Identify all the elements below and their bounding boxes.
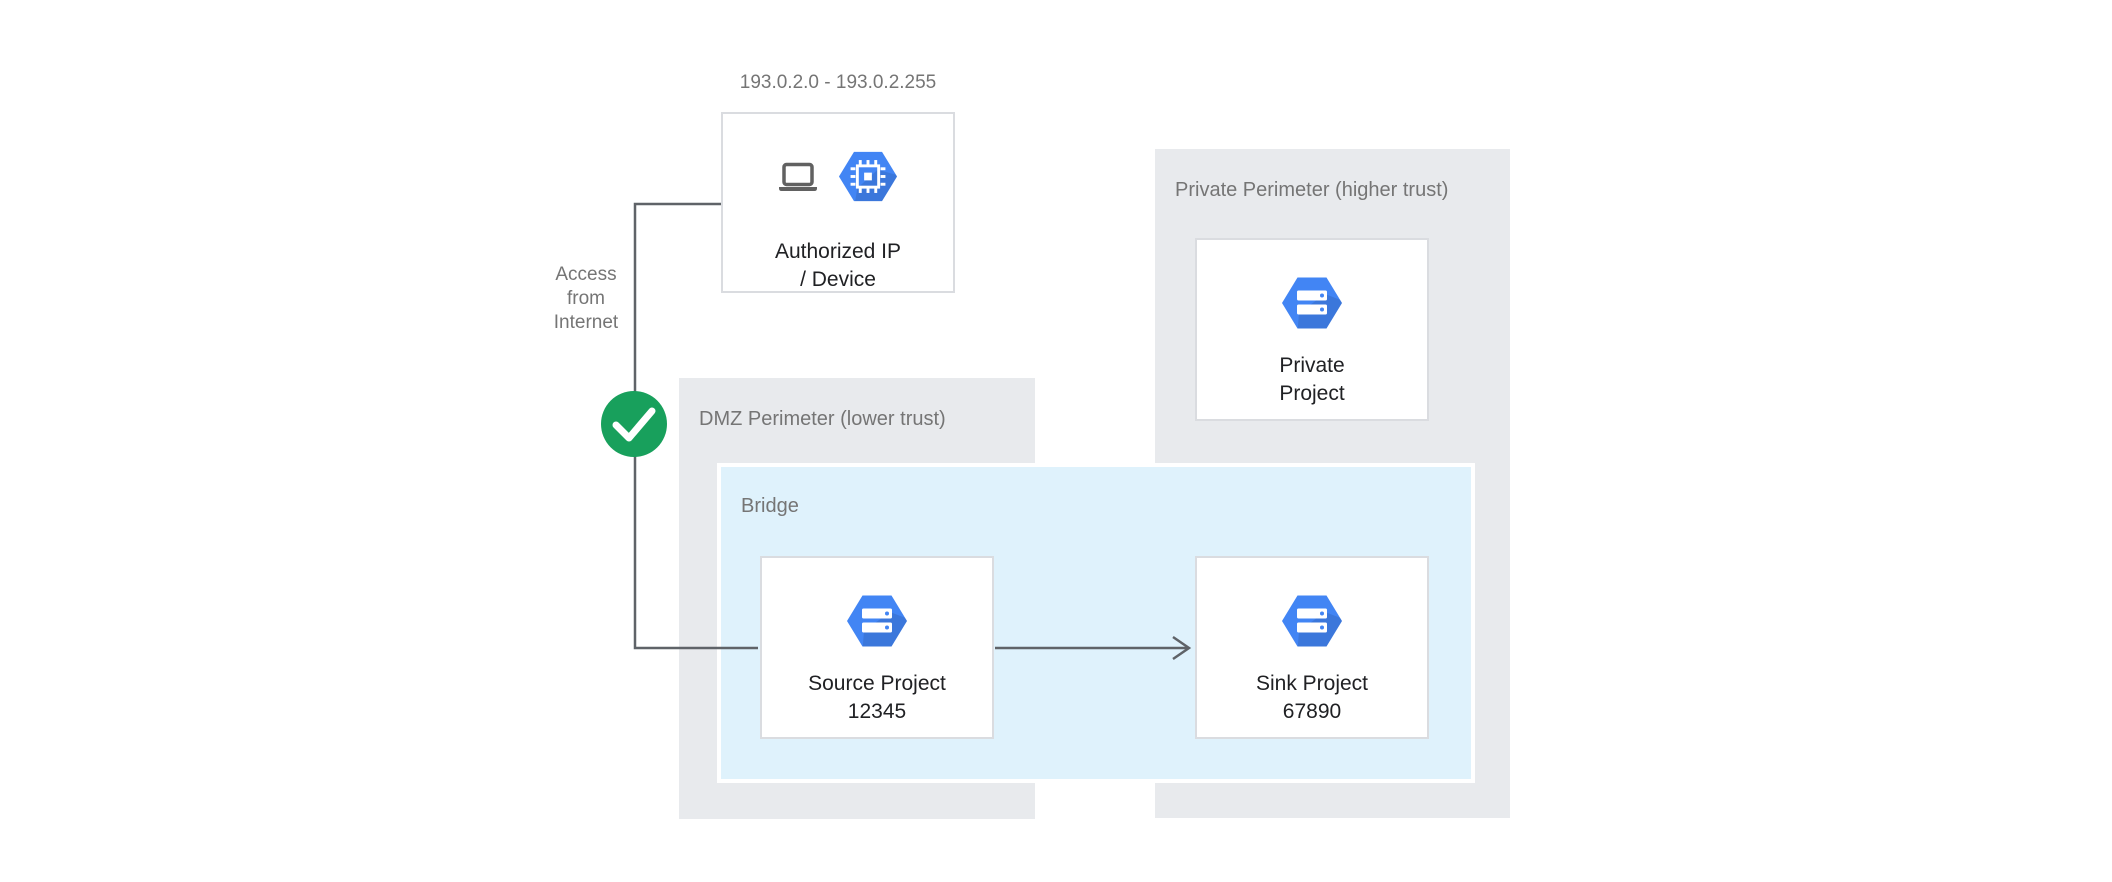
source-project-label: Source Project 12345	[808, 672, 946, 723]
authorized-device-icons	[723, 150, 953, 203]
private-project-label: Private Project	[1279, 354, 1345, 405]
source-project-icon-row	[762, 594, 992, 648]
laptop-icon	[778, 162, 818, 192]
dmz-perimeter-label: DMZ Perimeter (lower trust)	[699, 408, 946, 430]
sink-project-box: Sink Project 67890	[1195, 556, 1429, 739]
bridge-label: Bridge	[741, 495, 799, 517]
check-circle-icon	[599, 389, 669, 459]
ip-range-label: 193.0.2.0 - 193.0.2.255	[739, 72, 937, 93]
authorized-device-box: Authorized IP / Device	[721, 112, 955, 293]
sink-project-icon-row	[1197, 594, 1427, 648]
sink-project-label: Sink Project 67890	[1255, 672, 1369, 723]
access-from-internet-label: Access from Internet	[553, 264, 619, 333]
private-perimeter-label: Private Perimeter (higher trust)	[1175, 179, 1449, 201]
server-hexagon-icon	[1281, 594, 1343, 648]
server-hexagon-icon	[1281, 276, 1343, 330]
server-hexagon-icon	[846, 594, 908, 648]
private-project-icon-row	[1197, 276, 1427, 330]
authorized-device-label: Authorized IP / Device	[774, 240, 902, 291]
private-project-box: Private Project	[1195, 238, 1429, 421]
source-project-box: Source Project 12345	[760, 556, 994, 739]
cpu-chip-hexagon-icon	[838, 150, 898, 203]
